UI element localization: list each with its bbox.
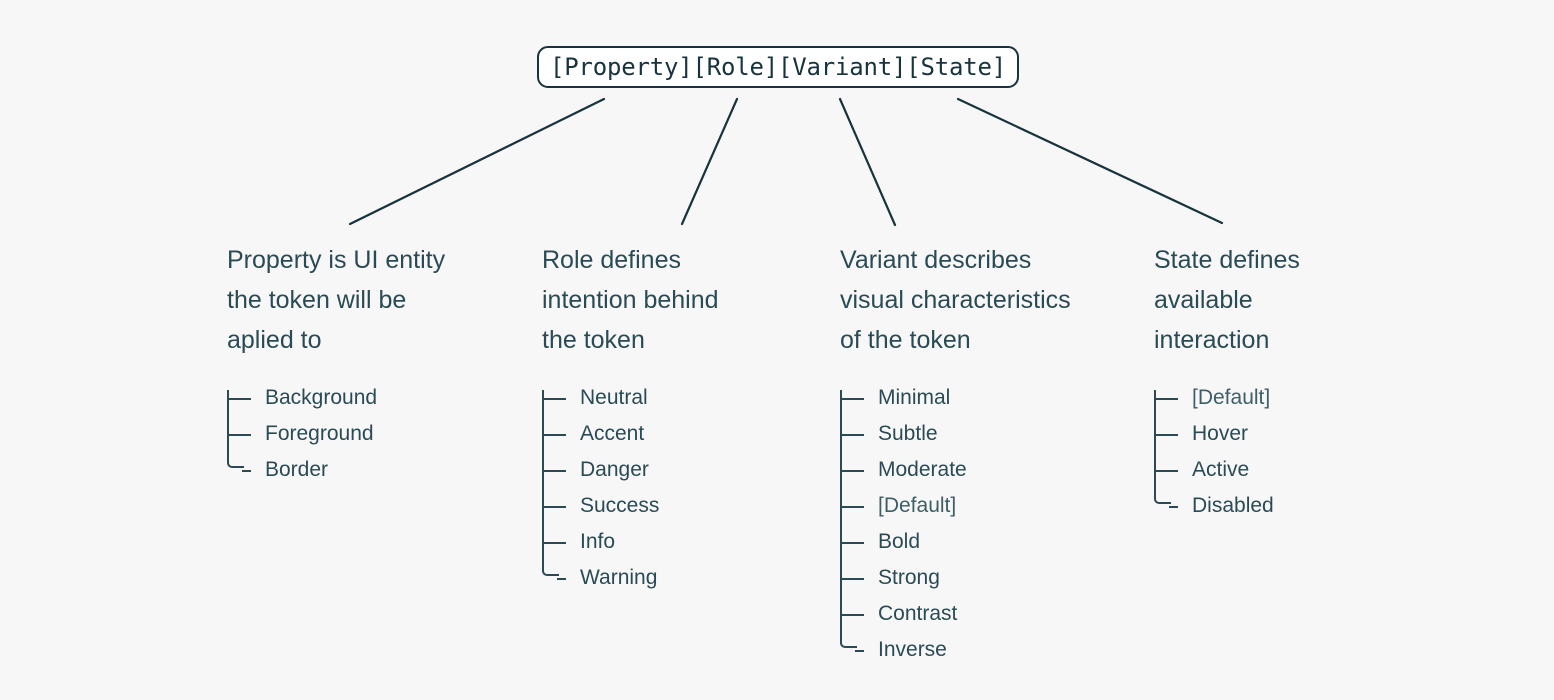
connector-line-3 xyxy=(838,97,897,227)
tree-item-property-border[interactable]: Border xyxy=(241,452,445,488)
tree-item-role-info[interactable]: Info xyxy=(542,524,719,560)
tree-item-property-foreground[interactable]: Foreground xyxy=(226,416,445,452)
tree-item-state-active[interactable]: Active xyxy=(1154,452,1300,488)
tree-item-role-danger[interactable]: Danger xyxy=(542,452,719,488)
tree-item-role-neutral[interactable]: Neutral xyxy=(542,380,719,416)
column-heading-variant: Variant describes visual characteristics… xyxy=(840,246,1071,354)
tree-item-variant-default[interactable]: [Default] xyxy=(840,488,1071,524)
column-state: State defines available interaction [Defa… xyxy=(1154,240,1300,524)
tree-spine-variant xyxy=(840,390,857,648)
tree-item-state-hover[interactable]: Hover xyxy=(1154,416,1300,452)
tree-spine-property xyxy=(227,390,244,468)
token-structure-label: [Property][Role][Variant][State] xyxy=(550,53,1006,81)
tree-item-role-accent[interactable]: Accent xyxy=(542,416,719,452)
tree-item-variant-moderate[interactable]: Moderate xyxy=(840,452,1071,488)
tree-item-variant-subtle[interactable]: Subtle xyxy=(840,416,1071,452)
tree-item-variant-inverse[interactable]: Inverse xyxy=(855,632,1071,668)
column-property: Property is UI entity the token will be … xyxy=(226,240,446,488)
tree-spine-role xyxy=(542,390,559,576)
token-structure-box: [Property][Role][Variant][State] xyxy=(537,46,1019,88)
column-heading-role: Role defines intention behind the token xyxy=(542,246,719,354)
tree-spine-state xyxy=(1154,390,1171,504)
column-heading-state: State defines available interaction xyxy=(1154,246,1300,354)
tree-item-variant-strong[interactable]: Strong xyxy=(840,560,1071,596)
tree-item-state-default[interactable]: [Default] xyxy=(1154,380,1300,416)
column-variant: Variant describes visual characteristics… xyxy=(840,240,1071,668)
connector-line-4 xyxy=(956,97,1224,225)
tree-item-property-background[interactable]: Background xyxy=(226,380,445,416)
tree-item-state-disabled[interactable]: Disabled xyxy=(1169,488,1300,524)
column-heading-property: Property is UI entity the token will be … xyxy=(227,246,446,354)
connector-line-1 xyxy=(348,97,606,226)
tree-item-variant-minimal[interactable]: Minimal xyxy=(840,380,1071,416)
tree-item-variant-contrast[interactable]: Contrast xyxy=(840,596,1071,632)
connector-line-2 xyxy=(680,97,739,226)
tree-item-variant-bold[interactable]: Bold xyxy=(840,524,1071,560)
tree-item-role-success[interactable]: Success xyxy=(542,488,719,524)
tree-item-role-warning[interactable]: Warning xyxy=(557,560,719,596)
